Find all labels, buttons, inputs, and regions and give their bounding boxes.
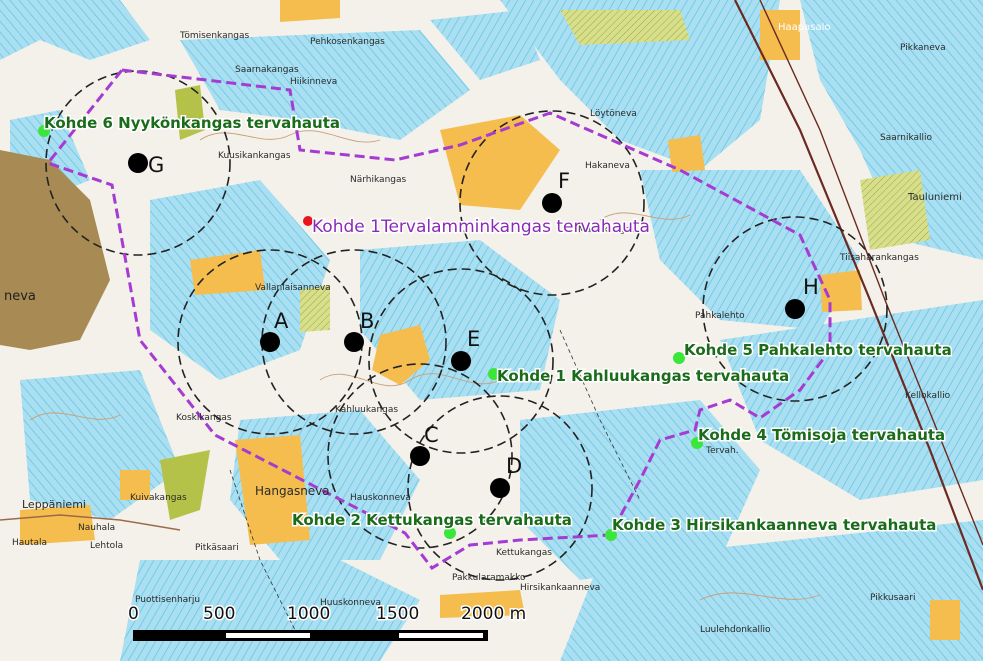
place-name: Hirsikankaanneva	[520, 583, 600, 593]
place-name: Tervah.	[705, 446, 739, 456]
site-label-kohde-3: Kohde 3 Hirsikankaanneva tervahauta	[612, 516, 936, 534]
place-name: Puottisenharju	[135, 595, 200, 605]
place-name: Saarnikallio	[880, 133, 933, 143]
place-name: Pikkaneva	[900, 43, 946, 53]
site-label-kohde-1-kahluukangas: Kohde 1 Kahluukangas tervahauta	[497, 367, 789, 385]
turbine-point-b	[344, 332, 364, 352]
place-name: Tiisaharankangas	[839, 253, 919, 263]
turbine-label-e: E	[467, 327, 480, 351]
roads	[0, 0, 983, 641]
turbine-label-d: D	[506, 454, 522, 478]
site-labels: Kohde 6 Nyykönkangas tervahauta Kohde 1T…	[43, 113, 954, 536]
place-name: Lehtola	[90, 541, 123, 551]
place-name: Saarnakangas	[235, 65, 299, 75]
turbine-label-c: C	[424, 423, 439, 447]
site-marker-kohde-5	[673, 352, 685, 364]
scale-label-0: 0	[128, 604, 139, 624]
turbine-point-f	[542, 193, 562, 213]
place-name: neva	[4, 289, 36, 304]
place-name: Kuivakangas	[130, 493, 187, 503]
place-name: Kahluukangas	[335, 405, 398, 415]
turbine-point-h	[785, 299, 805, 319]
place-name: Kellokallio	[905, 391, 951, 401]
site-label-kohde-6: Kohde 6 Nyykönkangas tervahauta	[44, 114, 340, 132]
place-name: Hakaneva	[585, 161, 630, 171]
place-name: Luulehdonkallio	[700, 625, 771, 635]
turbine-label-h: H	[803, 275, 819, 299]
site-marker-kohde-3	[605, 529, 617, 541]
place-name: Leppäniemi	[22, 498, 86, 511]
place-name: Hautala	[12, 538, 47, 548]
turbine-point-e	[451, 351, 471, 371]
turbine-point-c	[410, 446, 430, 466]
turbine-points	[128, 153, 805, 498]
site-label-kohde-1-tervalamminkangas: Kohde 1Tervalamminkangas tervahauta	[312, 217, 650, 237]
scale-label-1000: 1000	[287, 604, 330, 624]
turbine-labels: G F A B E C D H	[148, 153, 819, 478]
place-name: Nauhala	[78, 523, 115, 533]
turbine-point-a	[260, 332, 280, 352]
project-boundary	[45, 68, 832, 570]
place-name: Pahkalehto	[695, 311, 745, 321]
site-marker-kohde-6	[38, 125, 50, 137]
place-name: Mätinkangas	[578, 225, 636, 235]
turbine-label-g: G	[148, 153, 164, 177]
place-name: Hiikinneva	[290, 77, 337, 87]
site-marker-kohde-4	[691, 437, 703, 449]
place-name: Pakkularamakko	[452, 573, 526, 583]
place-name: Pitkäsaari	[195, 543, 239, 553]
site-marker-kohde-1-kahluukangas	[488, 368, 500, 380]
place-name: Pikkusaari	[870, 593, 916, 603]
scale-label-1500: 1500	[376, 604, 419, 624]
place-name: Koskikangas	[176, 413, 232, 423]
site-markers	[38, 125, 703, 541]
place-name: Hauskonneva	[350, 493, 411, 503]
place-name: Haapasalo	[778, 22, 831, 33]
scale-label-2000: 2000 m	[461, 604, 526, 624]
site-marker-kohde-2	[444, 527, 456, 539]
place-name: Vallanlaisanneva	[255, 283, 331, 293]
place-name: Tömisenkangas	[179, 31, 250, 41]
turbine-label-f: F	[558, 169, 570, 193]
site-label-kohde-2: Kohde 2 Kettukangas tervahauta	[292, 511, 572, 529]
turbine-label-b: B	[360, 309, 374, 333]
scale-bar: 0 500 1000 1500 2000 m	[127, 603, 528, 641]
place-name: Hangasneva	[255, 484, 330, 498]
lake-area	[0, 150, 110, 350]
place-name: Huuskonneva	[320, 598, 381, 608]
place-name: Tauluniemi	[907, 192, 962, 203]
turbine-point-d	[490, 478, 510, 498]
contour-lines	[29, 130, 821, 601]
site-marker-kohde-1-tervalamminkangas	[303, 216, 313, 226]
site-label-kohde-5: Kohde 5 Pahkalehto tervahauta	[684, 341, 952, 359]
turbine-point-g	[128, 153, 148, 173]
turbine-label-a: A	[274, 309, 289, 333]
site-label-kohde-4: Kohde 4 Tömisoja tervahauta	[698, 426, 945, 444]
field-areas	[20, 0, 960, 640]
place-names: Haapasalo Pehkosenkangas Tömisenkangas S…	[4, 22, 962, 635]
place-name: Kuusikankangas	[218, 151, 291, 161]
place-name: Kettukangas	[496, 548, 552, 558]
place-name: Pehkosenkangas	[310, 37, 385, 47]
nature-areas	[160, 10, 930, 520]
place-name: Närhikangas	[350, 175, 406, 185]
place-name: Löytöneva	[590, 109, 637, 119]
scale-label-500: 500	[203, 604, 235, 624]
